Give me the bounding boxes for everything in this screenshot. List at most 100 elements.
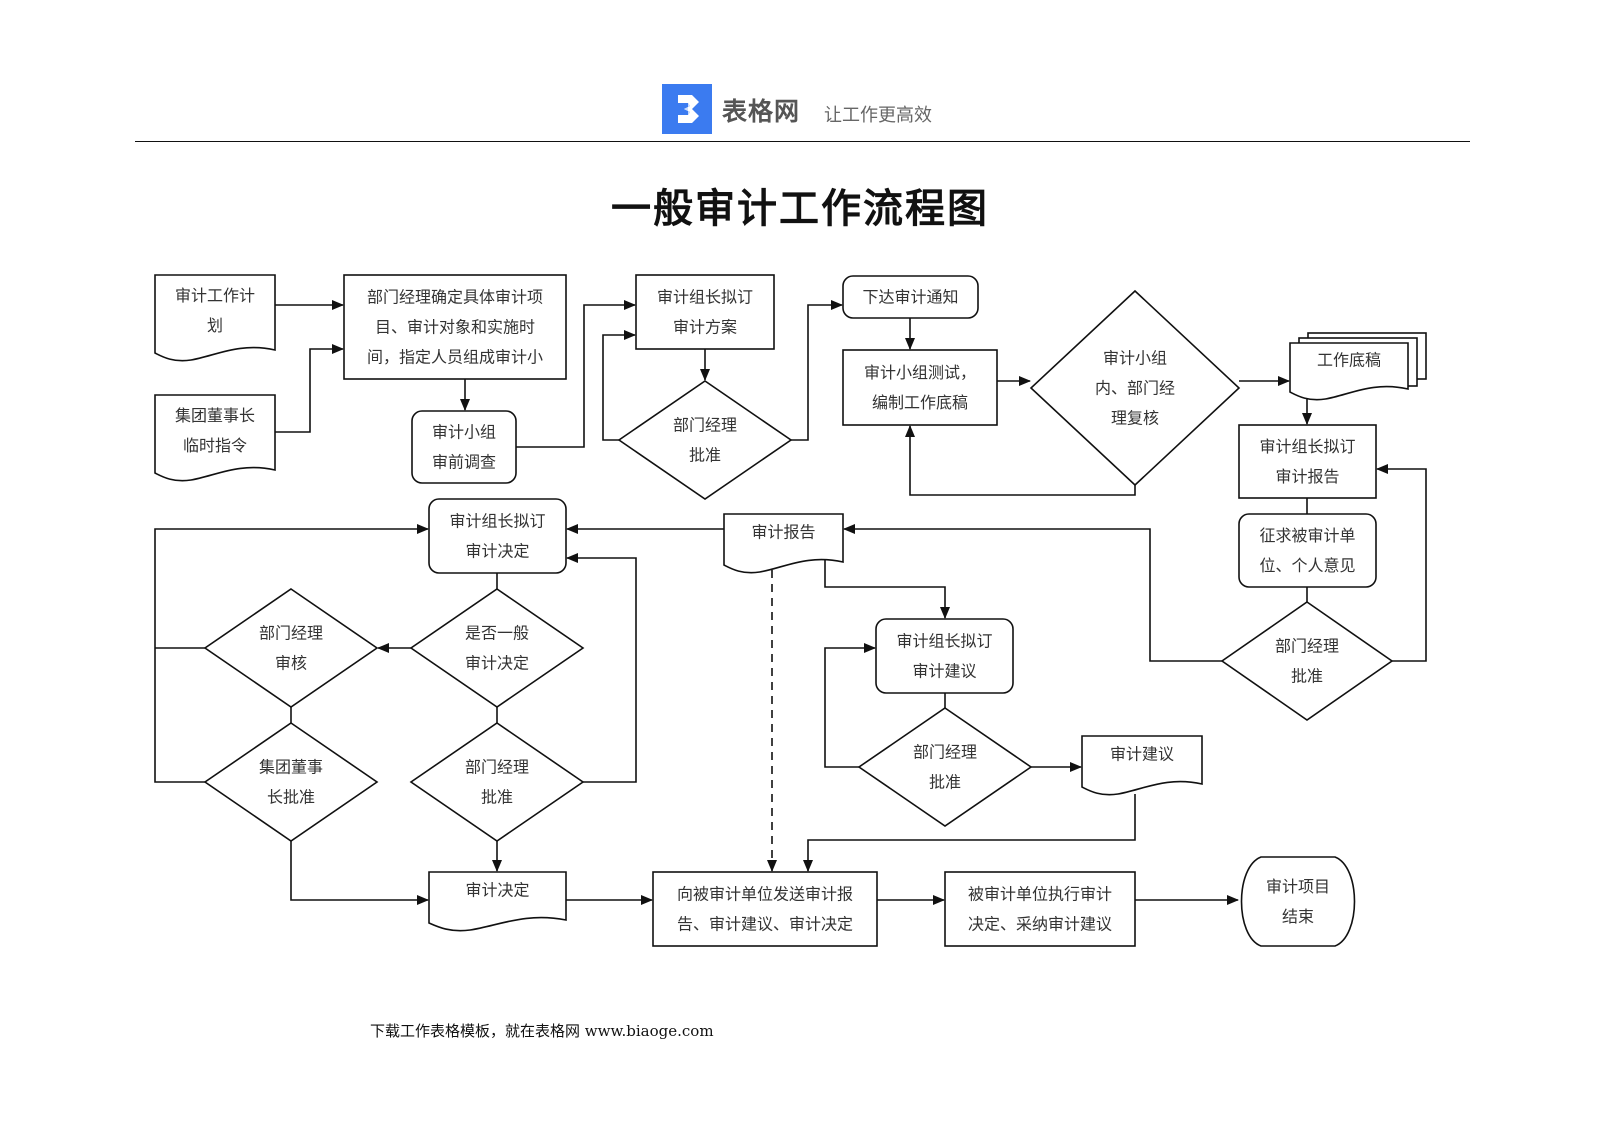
node-label: 间，指定人员组成审计小: [367, 348, 543, 367]
document-shape: [428, 871, 567, 932]
node-label: 审计小组: [1103, 349, 1167, 368]
node-label: 集团董事长: [175, 406, 255, 425]
node-approve-report: [1220, 601, 1394, 721]
connector-arrow: [290, 841, 429, 905]
connector-arrow: [791, 300, 843, 441]
node-label: 审计小组: [432, 423, 496, 442]
document-shape: [154, 394, 276, 482]
node-draft-report: [1238, 424, 1377, 499]
document-shape: [154, 274, 276, 362]
node-label: 审计建议: [912, 662, 976, 681]
node-report-doc: [723, 513, 844, 574]
node-label: 批准: [1291, 667, 1323, 686]
node-label: 审计方案: [673, 318, 737, 337]
process-shape: [635, 274, 775, 350]
node-label: 位、个人意见: [1259, 556, 1355, 575]
node-draft-decision: [428, 498, 567, 574]
connector-arrow: [154, 524, 429, 783]
node-label: 审计决定: [465, 654, 529, 673]
page-title: 一般审计工作流程图: [611, 185, 989, 232]
node-label: 批准: [689, 446, 721, 465]
node-manager-review: [203, 588, 379, 708]
node-label: 批准: [929, 773, 961, 792]
node-label: 临时指令: [183, 436, 247, 455]
node-label: 长批准: [267, 788, 315, 807]
node-label: 审计组长拟订: [1259, 437, 1355, 456]
node-label: 划: [207, 316, 223, 335]
node-label: 内、部门经: [1095, 379, 1175, 398]
node-label: 审计小组测试，: [864, 363, 976, 382]
node-approve-suggest: [857, 707, 1033, 827]
connector-arrow: [516, 300, 636, 448]
node-suggest-doc: [1081, 735, 1203, 796]
decision-shape: [409, 588, 585, 708]
decision-shape: [1220, 601, 1394, 721]
node-label: 决定、采纳审计建议: [968, 915, 1112, 934]
node-decision-doc: [428, 871, 567, 932]
node-label: 部门经理: [259, 624, 323, 643]
node-label: 向被审计单位发送审计报: [677, 885, 853, 904]
node-label: 批准: [481, 788, 513, 807]
node-label: 审计报告: [1275, 467, 1339, 486]
decision-shape: [409, 722, 585, 842]
rounded-process-shape: [875, 618, 1014, 694]
node-end: [1240, 856, 1356, 947]
brand-name: 表格网: [722, 97, 801, 126]
rounded-process-shape: [428, 498, 567, 574]
node-label: 审计组长拟订: [449, 512, 545, 531]
node-chairman-approve: [203, 722, 379, 842]
node-label: 被审计单位执行审计: [968, 885, 1112, 904]
process-shape: [343, 274, 567, 380]
process-shape: [944, 871, 1136, 947]
header-divider: [135, 141, 1470, 142]
node-label: 部门经理: [465, 758, 529, 777]
node-label: 结束: [1282, 907, 1314, 926]
node-label: 部门经理: [1275, 637, 1339, 656]
node-review: [1029, 289, 1241, 487]
node-label: 审计报告: [751, 523, 815, 542]
footer-note: 下载工作表格模板，就在表格网 www.biaoge.com: [370, 1022, 714, 1040]
node-label: 理复核: [1111, 409, 1159, 428]
node-send: [652, 871, 878, 947]
node-label: 审计组长拟订: [657, 288, 753, 307]
node-solicit: [1238, 513, 1377, 588]
connector-arrow: [275, 344, 344, 433]
rounded-process-shape: [1238, 513, 1377, 588]
document-shape: [723, 513, 844, 574]
node-label: 审前调查: [432, 453, 496, 472]
node-pre-survey: [411, 410, 517, 484]
decision-shape: [203, 588, 379, 708]
node-is-general: [409, 588, 585, 708]
connector-arrow: [824, 557, 950, 619]
node-notice: [842, 275, 979, 319]
node-testing: [842, 349, 998, 426]
page-header: 表格网 让工作更高效: [0, 0, 1600, 150]
connector-arrow: [1376, 464, 1427, 662]
node-execute: [944, 871, 1136, 947]
node-label: 审计组长拟订: [896, 632, 992, 651]
node-label: 征求被审计单: [1259, 526, 1355, 545]
node-label: 审计决定: [465, 881, 529, 900]
process-shape: [842, 349, 998, 426]
brand-slogan: 让工作更高效: [824, 105, 932, 126]
biaoge-logo-icon: [662, 84, 712, 134]
node-label: 告、审计建议、审计决定: [677, 915, 853, 934]
node-label: 审计决定: [465, 542, 529, 561]
connector-arrow: [803, 794, 1136, 872]
node-label: 审计项目: [1266, 877, 1330, 896]
rounded-process-shape: [842, 275, 979, 319]
decision-shape: [617, 380, 793, 500]
process-shape: [652, 871, 878, 947]
connector-arrow: [824, 643, 876, 768]
terminal-shape: [1240, 856, 1356, 947]
node-manager-determine: [343, 274, 567, 380]
node-draft-suggest: [875, 618, 1014, 694]
node-label: 集团董事: [259, 758, 323, 777]
decision-shape: [857, 707, 1033, 827]
connector-arrow: [566, 553, 637, 783]
node-draft-plan: [635, 274, 775, 350]
node-label: 工作底稿: [1317, 351, 1381, 370]
node-label: 部门经理确定具体审计项: [367, 288, 543, 307]
node-workpapers: [1289, 332, 1427, 401]
